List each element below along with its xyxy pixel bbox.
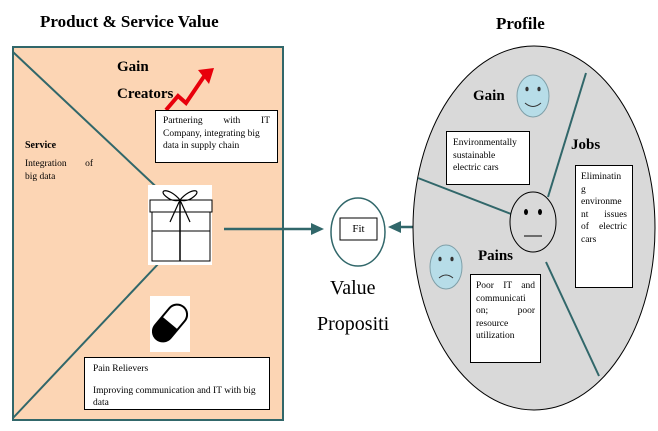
pain-relievers-box: Pain Relievers Improving communication a… (84, 357, 270, 410)
profile-title: Profile (496, 14, 545, 33)
profile-jobs-line6: cars (581, 234, 597, 245)
pain-relievers-title: Pain Relievers (93, 364, 149, 374)
growth-arrow-icon (164, 73, 207, 112)
panel-diagonal-top (12, 51, 168, 198)
pill-icon (150, 296, 190, 352)
service-title: Service (25, 140, 57, 151)
sad-face-icon (429, 244, 463, 290)
gain-creators-label-line1: Gain (117, 59, 149, 75)
service-line2: big data (25, 172, 56, 182)
service-line1: Integration of (25, 159, 93, 169)
fit-box (339, 217, 378, 241)
profile-jobs-line5: of electric (581, 222, 627, 232)
neutral-face-icon (509, 191, 557, 253)
panel-diagonal-bottom (12, 261, 161, 419)
gain-creators-box-line3: data in supply chain (163, 141, 240, 151)
value-proposition-line1: Value (330, 277, 376, 299)
happy-face-icon (516, 74, 550, 118)
profile-pains-label: Pains (478, 248, 514, 264)
profile-pains-line3: on; poor (476, 306, 535, 316)
pain-relievers-line2: data (93, 398, 109, 408)
profile-gain-box: Environmentally sustainable electric car… (446, 131, 530, 185)
gain-creators-box: Partnering with IT Company, integrating … (155, 110, 278, 163)
gift-icon (148, 185, 213, 265)
profile-gain-line2: sustainable (453, 150, 496, 161)
fit-label: Fit (352, 223, 365, 235)
gain-creators-box-line2: Company, integrating big (163, 128, 260, 139)
profile-gain-label: Gain (473, 88, 505, 104)
product-service-title: Product & Service Value (40, 12, 219, 31)
profile-pains-line1: Poor IT and (476, 281, 535, 291)
profile-pains-line4: resource (476, 318, 509, 329)
profile-divider-bottom (545, 261, 600, 377)
profile-jobs-line4: nt issues (581, 209, 627, 220)
profile-divider-top (547, 72, 587, 198)
profile-jobs-label: Jobs (571, 137, 601, 153)
gain-creators-box-line1: Partnering with IT (163, 116, 270, 126)
pain-relievers-line1: Improving communication and IT with big (93, 385, 256, 396)
profile-divider-left (417, 177, 512, 215)
profile-pains-box: Poor IT and communicati on; poor resourc… (470, 274, 541, 363)
profile-jobs-line3: environme (581, 197, 622, 207)
profile-gain-line1: Environmentally (453, 138, 517, 148)
profile-pains-line2: communicati (476, 293, 526, 304)
profile-gain-line3: electric cars (453, 163, 499, 173)
gain-creators-label-line2: Creators (117, 86, 174, 102)
profile-jobs-line2: g (581, 184, 586, 195)
profile-jobs-line1: Eliminatin (581, 172, 622, 182)
profile-jobs-box: Eliminatin g environme nt issues of elec… (575, 165, 633, 288)
profile-pains-line5: utilization (476, 331, 515, 341)
value-proposition-line2: Propositi (317, 313, 390, 335)
